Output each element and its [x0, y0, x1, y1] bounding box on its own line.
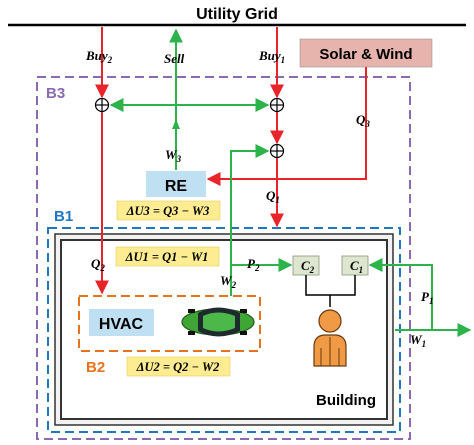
solar-wind-label: Solar & Wind — [319, 46, 412, 63]
sensor-connector — [305, 275, 356, 307]
junction-buy2-icon — [94, 97, 110, 113]
building-label: Building — [316, 392, 376, 409]
w3-label: W3 — [165, 147, 182, 164]
junction-buy1-icon — [269, 97, 285, 113]
re-box — [146, 171, 206, 197]
p1-label: P1 — [421, 289, 433, 306]
junction-q1-icon — [269, 143, 285, 159]
w1-label: W1 — [410, 332, 426, 349]
sensor-c1-label: C1 — [350, 258, 363, 275]
re-label: RE — [165, 178, 188, 195]
occupant-person-icon — [313, 309, 347, 367]
p2-label: P2 — [247, 256, 260, 273]
b2-label: B2 — [86, 359, 105, 376]
w2-label: W2 — [220, 273, 237, 290]
q2-label: Q2 — [91, 256, 105, 273]
sell-label: Sell — [164, 51, 185, 66]
eq-u1-box — [115, 246, 220, 267]
eq-u3-box — [116, 200, 221, 221]
hvac-label: HVAC — [99, 316, 144, 333]
flow-q3 — [206, 67, 367, 186]
flow-w2 — [230, 144, 270, 296]
buy1-label: Buy1 — [258, 48, 285, 65]
b1-label: B1 — [54, 208, 73, 225]
b3-label: B3 — [46, 85, 65, 102]
buy2-label: Buy2 — [85, 48, 113, 65]
q1-label: Q1 — [266, 188, 280, 205]
solar-wind-box — [299, 38, 433, 68]
electric-car-icon — [181, 307, 255, 337]
eq-u2-text: ΔU2 = Q2 − W2 — [136, 360, 220, 374]
utility-grid-label: Utility Grid — [196, 6, 278, 23]
b3-boundary — [36, 76, 411, 440]
b2-boundary — [78, 295, 261, 352]
sensor-c2-label: C2 — [301, 258, 315, 275]
eq-u2-box — [126, 356, 231, 377]
flow-p1 — [368, 258, 433, 330]
eq-u1-text: ΔU1 = Q1 − W1 — [125, 250, 209, 264]
flow-w3-arrowhead — [172, 119, 180, 129]
hvac-box — [89, 309, 154, 336]
q3-label: Q3 — [356, 112, 370, 129]
eq-u3-text: ΔU3 = Q3 − W3 — [126, 204, 210, 218]
